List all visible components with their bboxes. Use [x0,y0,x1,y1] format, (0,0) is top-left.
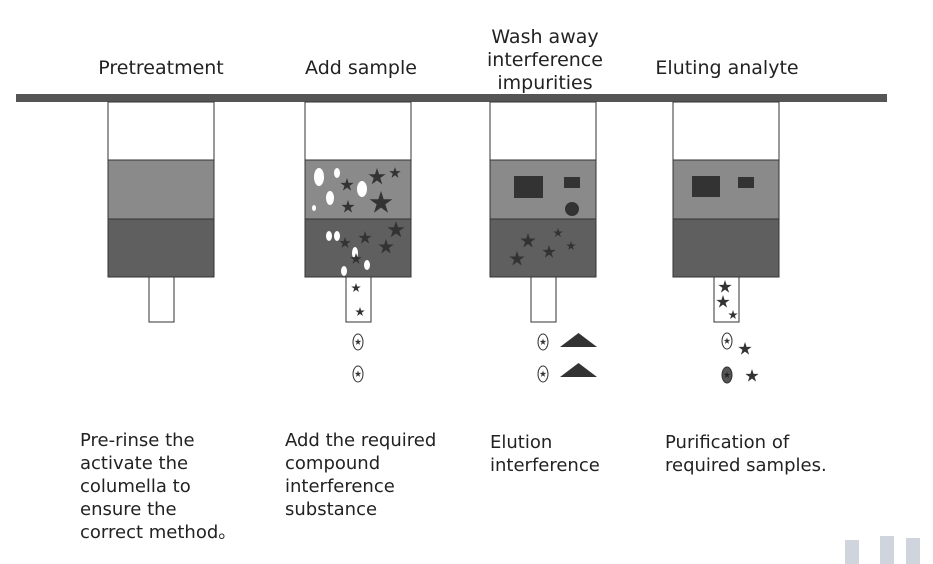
circle-particle-icon [565,202,579,216]
stage-4-description: Purification of required samples. [665,431,827,477]
column-wash [489,101,597,383]
square-particle-icon [738,177,754,188]
upper-layer [107,159,215,220]
oval-particle-icon [314,168,324,186]
desc-line: interference [285,476,395,497]
desc-line: ensure the [80,499,177,520]
lower-layer [107,218,215,278]
star-icon [738,342,752,355]
column-eluting [672,101,780,384]
desc-line: activate the [80,453,189,474]
oval-particle-icon [326,231,332,241]
desc-line: correct method。 [80,522,237,543]
column-outlet [530,276,557,323]
oval-particle-icon [334,168,340,178]
lower-layer [489,218,597,278]
stage-3-title-line-1: Wash away [491,26,599,48]
oval-particle-icon [334,231,340,241]
watermark-logo [845,536,920,564]
oval-particle-icon [341,266,347,276]
column-add-sample [304,101,412,383]
square-particle-icon [692,176,720,197]
desc-line: columella to [80,476,191,497]
square-particle-icon [564,177,580,188]
desc-line: Elution [490,432,553,453]
desc-line: Add the required [285,430,437,451]
oval-particle-icon [326,191,334,205]
desc-line: substance [285,499,378,520]
lower-layer [672,218,780,278]
column-outlet [148,276,175,323]
column-pretreatment [107,101,215,323]
column-outlet [345,276,372,323]
stage-3-title-line-3: impurities [497,72,593,94]
stage-3-title-line-2: interference [487,49,603,71]
upper-layer [672,159,780,220]
desc-line: compound [285,453,381,474]
stage-4-title: Eluting analyte [655,57,799,79]
stage-3-description: Elution interference [490,431,600,477]
stage-2-description: Add the required compound interference s… [285,429,436,521]
stage-2-title: Add sample [305,57,417,79]
top-bar [16,94,887,102]
desc-line: interference [490,455,600,476]
desc-line: required samples. [665,455,827,476]
oval-particle-icon [364,260,370,270]
desc-line: Purification of [665,432,790,453]
square-particle-icon [514,176,543,198]
triangle-icon [560,363,597,377]
stage-1-title: Pretreatment [98,57,224,79]
desc-line: Pre-rinse the [80,430,195,451]
stage-1-description: Pre-rinse the activate the columella to … [80,429,236,544]
star-icon [745,369,759,382]
stage-3-title: Wash away interference impurities [470,26,620,95]
oval-particle-icon [312,205,316,211]
triangle-icon [560,333,597,347]
oval-particle-icon [357,181,367,197]
